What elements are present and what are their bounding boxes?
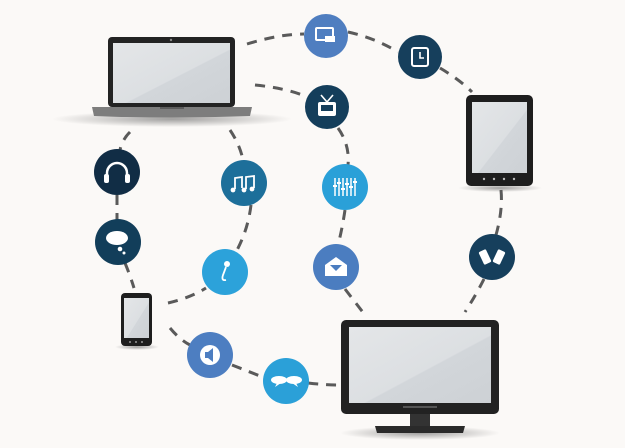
connector [123,262,136,289]
mail-icon [313,244,359,290]
connector [228,129,245,161]
connector [343,288,367,316]
connector [439,66,474,94]
chat-bubbles-icon [263,358,309,404]
connector [231,363,266,380]
connector [307,381,339,387]
tablet-app-icon [398,35,442,79]
connector [494,189,503,236]
tablet [458,95,542,192]
connector [246,32,305,46]
mobile-phones-icon [469,234,515,280]
connector [168,327,191,347]
tv-icon [305,85,349,129]
connector [336,127,350,166]
connector [118,130,132,151]
connector [463,278,486,313]
headphones-icon [94,149,140,195]
laptop [52,37,292,127]
screen-cast-icon [304,14,348,58]
connection-lines [115,30,503,387]
connector [347,30,399,54]
music-notes-icon [221,160,267,206]
thought-bubble-icon [95,219,141,265]
connector [167,286,207,305]
smartphone [115,293,159,350]
equalizer-icon [322,164,368,210]
connector [254,83,306,98]
connector [336,209,347,246]
connector [234,204,253,253]
speaker-icon [187,332,233,378]
desktop-monitor [340,320,500,440]
microphone-icon [202,249,248,295]
